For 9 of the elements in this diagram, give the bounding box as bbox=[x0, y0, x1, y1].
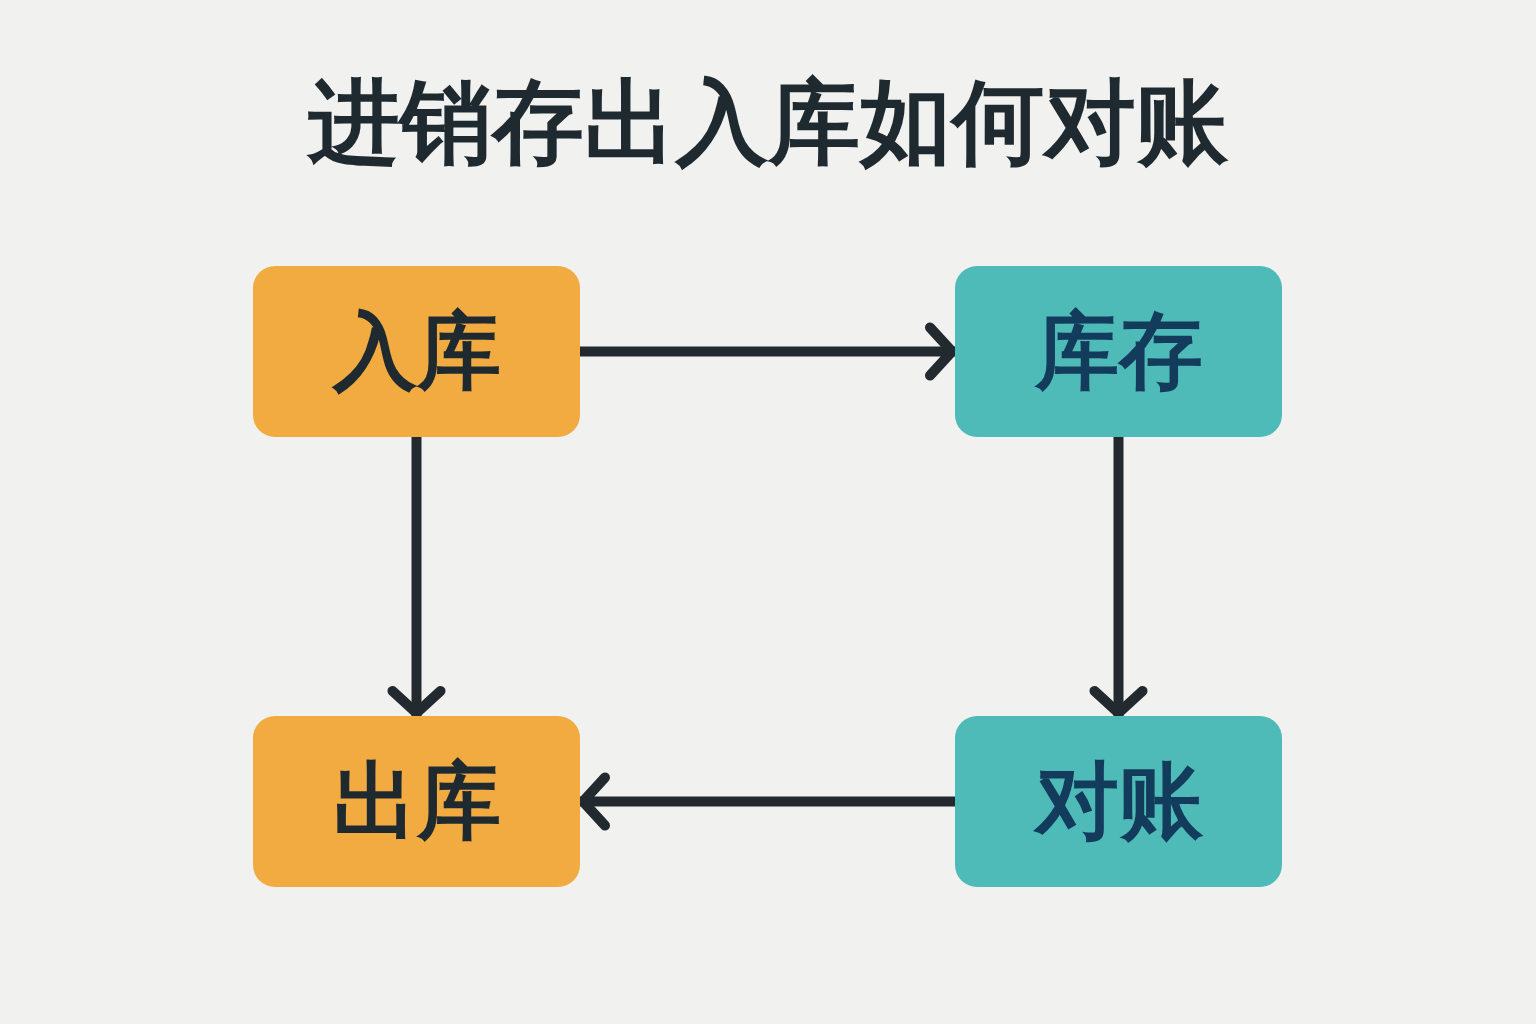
box-label: 库存 bbox=[1034, 300, 1203, 402]
box-label: 对账 bbox=[1034, 750, 1203, 852]
box-label: 入库 bbox=[332, 300, 501, 402]
process-box bbox=[955, 266, 1282, 437]
box-label: 出库 bbox=[332, 750, 501, 852]
process-box bbox=[955, 716, 1282, 887]
process-box bbox=[253, 266, 580, 437]
process-box bbox=[253, 716, 580, 887]
title: 进销存出入库如何对账 bbox=[305, 68, 1230, 178]
